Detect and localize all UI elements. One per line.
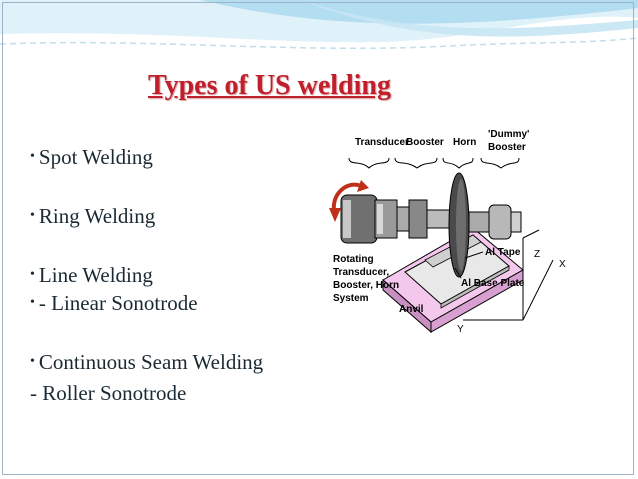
bullet-marker: • xyxy=(30,208,35,223)
label-al-tape: Al Tape xyxy=(485,247,521,258)
label-horn: Horn xyxy=(453,137,476,148)
bullet-item: •Continuous Seam Welding xyxy=(30,350,263,375)
bullet-text: Line Welding xyxy=(38,263,153,287)
bullet-item: •Line Welding xyxy=(30,263,153,288)
bullet-marker: • xyxy=(30,149,35,164)
bullet-text: - Roller Sonotrode xyxy=(30,381,187,405)
bullet-item: •Spot Welding xyxy=(30,145,153,170)
label-transducer: Transducer xyxy=(355,137,409,148)
header-wave-decoration xyxy=(0,0,638,50)
label-dummy: 'Dummy' xyxy=(488,129,529,140)
welding-diagram-svg: Transducer Booster Horn 'Dummy' Booster xyxy=(329,129,566,335)
axis-z-label: Z xyxy=(534,249,540,260)
bullet-marker: • xyxy=(30,295,35,310)
bullet-item: - Roller Sonotrode xyxy=(30,381,186,406)
label-rotating: Rotating xyxy=(333,254,374,265)
label-booster: Booster xyxy=(406,137,444,148)
label-dummy-booster: Booster xyxy=(488,142,526,153)
bullet-marker: • xyxy=(30,267,35,282)
bullet-marker: • xyxy=(30,354,35,369)
label-al-base-plate: Al Base Plate xyxy=(461,278,525,289)
label-rotating-transducer: Transducer, xyxy=(333,267,389,278)
bullet-text: Spot Welding xyxy=(38,145,153,169)
axis-x-label: X xyxy=(559,259,566,270)
bullet-text: - Linear Sonotrode xyxy=(38,291,198,315)
label-rotating-system: System xyxy=(333,293,369,304)
slide-title: Types of US welding xyxy=(148,70,391,101)
slide-frame xyxy=(2,2,634,475)
label-rotating-booster-horn: Booster, Horn xyxy=(333,280,399,291)
axis-y-label: Y xyxy=(457,324,464,335)
label-anvil: Anvil xyxy=(399,304,424,315)
bullet-item: •Ring Welding xyxy=(30,204,155,229)
welding-diagram: Transducer Booster Horn 'Dummy' Booster xyxy=(313,120,578,350)
bullet-text: Continuous Seam Welding xyxy=(38,350,264,374)
bullet-item: •- Linear Sonotrode xyxy=(30,291,198,316)
bullet-text: Ring Welding xyxy=(38,204,156,228)
